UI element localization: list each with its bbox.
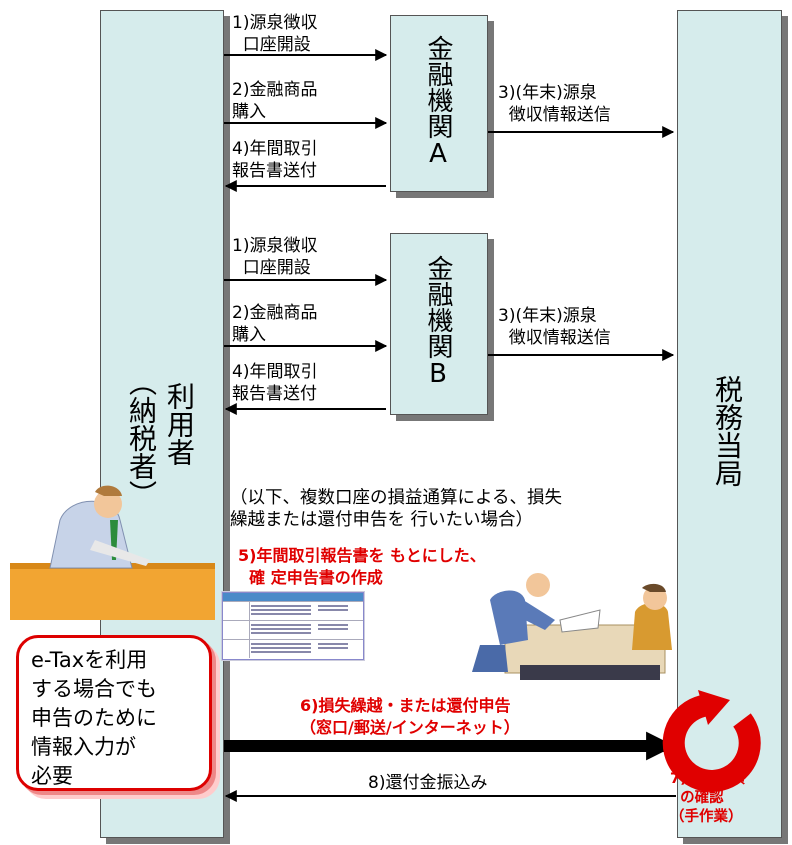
tax-office-label: 税務当局: [711, 375, 744, 487]
etax-callout: e-Taxを利用 する場合でも 申告のために 情報入力が 必要: [16, 635, 212, 791]
etax-callout-text: e-Taxを利用 する場合でも 申告のために 情報入力が 必要: [31, 648, 157, 788]
refresh-icon: [662, 690, 761, 792]
label-a-step4: 4)年間取引 報告書送付: [232, 139, 318, 181]
step8-label: 8)還付金振込み: [368, 773, 488, 793]
label-b-step4: 4)年間取引 報告書送付: [232, 362, 318, 404]
bank-b-box: [390, 233, 488, 415]
tax-report-document: [222, 592, 364, 660]
step6-label: 6)損失繰越・または還付申告 （窓口/郵送/インターネット）: [300, 696, 520, 737]
taxpayer-sublabel: （納税者）: [125, 368, 158, 508]
label-b-step1: 1)源泉徴収 口座開設: [232, 236, 318, 278]
step7-label: 7)提出書類 の確認 （手作業）: [670, 771, 745, 825]
bank-b-label: 金融機関B: [423, 255, 453, 389]
step5-label: 5)年間取引報告書を もとにした、 確 定申告書の作成: [238, 546, 486, 587]
bank-a-box: [390, 15, 488, 192]
label-b-step3: 3)(年末)源泉 徴収情報送信: [498, 306, 611, 348]
label-a-step2: 2)金融商品 購入: [232, 80, 318, 122]
note-text: （以下、複数口座の損益通算による、損失 繰越または還付申告を 行いたい場合）: [230, 488, 562, 530]
label-b-step2: 2)金融商品 購入: [232, 303, 318, 345]
person-writing-figure: [10, 485, 215, 620]
label-a-step3: 3)(年末)源泉 徴収情報送信: [498, 83, 611, 125]
meeting-figure: [472, 573, 672, 680]
taxpayer-label: 利用者: [163, 382, 196, 466]
bank-a-label: 金融機関A: [423, 35, 453, 169]
label-a-step1: 1)源泉徴収 口座開設: [232, 13, 318, 55]
